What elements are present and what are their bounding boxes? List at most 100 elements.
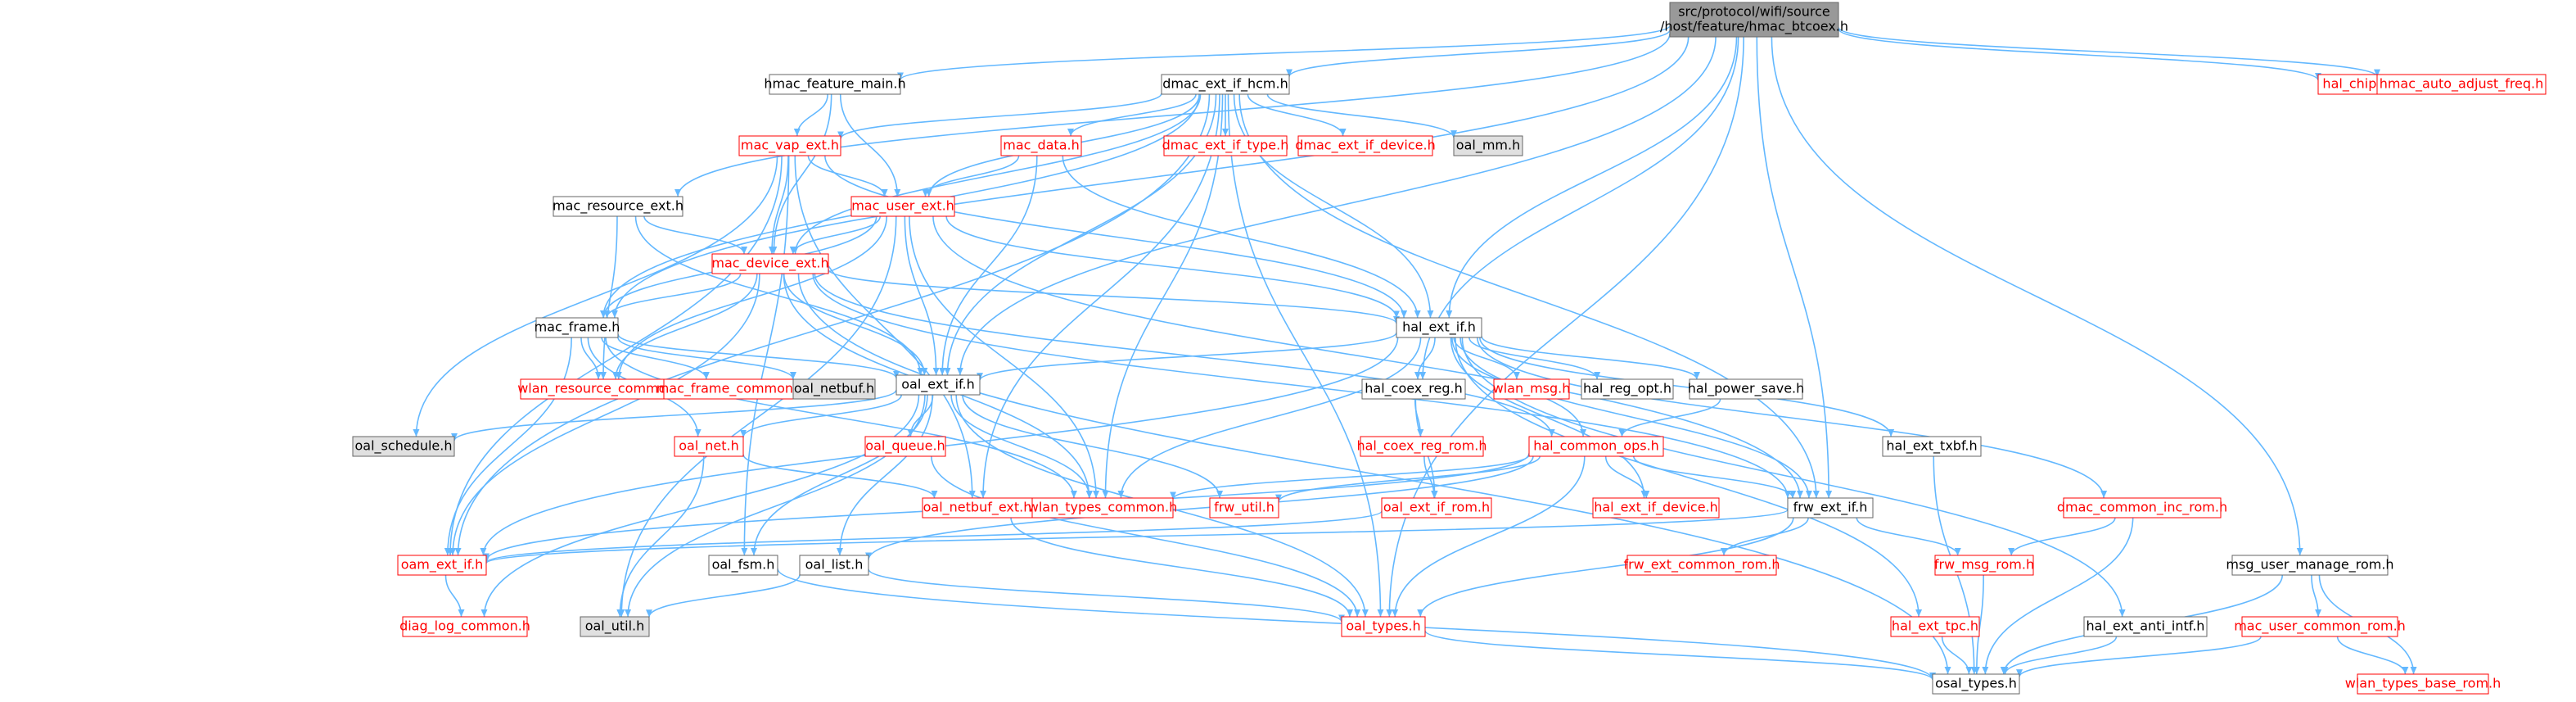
node-label-root: /host/feature/hmac_btcoex.h bbox=[1660, 19, 1848, 35]
edge-mac_data-to-hal_ext_if bbox=[1062, 155, 1421, 319]
edge-oal_list-to-oal_types bbox=[868, 568, 1345, 623]
node-oal_fsm[interactable]: oal_fsm.h bbox=[708, 555, 778, 576]
node-box-frw_ext_if bbox=[1787, 497, 1874, 519]
node-label-hal_coex_reg: hal_coex_reg.h bbox=[1365, 381, 1462, 397]
edge-hal_ext_if-to-dmac_common_inc_rom bbox=[1477, 337, 2108, 499]
node-oal_ext_if_rom[interactable]: oal_ext_if_rom.h bbox=[1381, 497, 1492, 519]
node-dmac_ext_if_hcm[interactable]: dmac_ext_if_hcm.h bbox=[1161, 74, 1290, 95]
node-mac_frame[interactable]: mac_frame.h bbox=[535, 317, 620, 338]
node-oam_ext_if[interactable]: oam_ext_if.h bbox=[397, 555, 487, 576]
node-mac_frame_common[interactable]: mac_frame_common.h bbox=[656, 378, 806, 400]
edge-mac_vap_ext-to-oal_netbuf_ext bbox=[794, 155, 976, 499]
edge-oal_list-to-oal_util bbox=[646, 574, 801, 618]
node-frw_ext_common_rom[interactable]: frw_ext_common_rom.h bbox=[1623, 555, 1780, 576]
node-box-oal_netbuf bbox=[792, 378, 876, 400]
edge-oal_ext_if-to-oal_list bbox=[836, 394, 933, 556]
node-label-oal_mm: oal_mm.h bbox=[1456, 138, 1520, 154]
node-hal_ext_tpc[interactable]: hal_ext_tpc.h bbox=[1890, 616, 1980, 637]
node-hal_coex_reg[interactable]: hal_coex_reg.h bbox=[1361, 378, 1466, 400]
node-mac_resource_ext[interactable]: mac_resource_ext.h bbox=[553, 196, 683, 217]
node-frw_util[interactable]: frw_util.h bbox=[1209, 497, 1279, 519]
node-oal_list[interactable]: oal_list.h bbox=[799, 555, 869, 576]
node-dmac_ext_if_type[interactable]: dmac_ext_if_type.h bbox=[1162, 135, 1289, 156]
node-oal_queue[interactable]: oal_queue.h bbox=[864, 436, 946, 457]
edge-root-to-hmac_auto_adjust_freq bbox=[1838, 26, 2380, 78]
node-diag_log_common[interactable]: diag_log_common.h bbox=[399, 616, 530, 637]
node-msg_user_manage_rom[interactable]: msg_user_manage_rom.h bbox=[2226, 555, 2394, 576]
edge-oal_ext_if-to-frw_util bbox=[962, 394, 1224, 499]
edge-mac_device_ext-to-hal_common_ops bbox=[814, 273, 1555, 437]
node-box-dmac_common_inc_rom bbox=[2063, 497, 2222, 519]
node-oal_net[interactable]: oal_net.h bbox=[674, 436, 744, 457]
node-hal_ext_anti_intf[interactable]: hal_ext_anti_intf.h bbox=[2083, 616, 2208, 637]
edge-root-to-msg_user_manage_rom bbox=[1771, 36, 2303, 556]
node-box-mac_resource_ext bbox=[553, 196, 683, 217]
edge-mac_user_ext-to-frw_ext_if bbox=[932, 215, 1803, 499]
node-label-oal_schedule: oal_schedule.h bbox=[355, 438, 453, 455]
node-wlan_types_base_rom[interactable]: wlan_types_base_rom.h bbox=[2345, 673, 2502, 695]
node-label-oal_queue: oal_queue.h bbox=[865, 438, 945, 455]
node-hal_power_save[interactable]: hal_power_save.h bbox=[1688, 378, 1805, 400]
edge-mac_user_ext-to-mac_device_ext bbox=[789, 215, 882, 255]
edges-layer bbox=[413, 25, 2417, 681]
node-box-oal_types bbox=[1341, 616, 1426, 637]
node-wlan_resource_common[interactable]: wlan_resource_common.h bbox=[517, 378, 688, 400]
node-oal_netbuf_ext[interactable]: oal_netbuf_ext.h bbox=[922, 497, 1033, 519]
edge-root-to-hal_chip bbox=[1838, 28, 2321, 81]
node-hal_ext_txbf[interactable]: hal_ext_txbf.h bbox=[1882, 436, 1982, 457]
node-hal_common_ops[interactable]: hal_common_ops.h bbox=[1528, 436, 1664, 457]
edge-oal_ext_if-to-oal_fsm bbox=[751, 394, 928, 556]
node-dmac_common_inc_rom[interactable]: dmac_common_inc_rom.h bbox=[2057, 497, 2227, 519]
node-osal_types[interactable]: osal_types.h bbox=[1932, 673, 2020, 695]
edge-mac_user_ext-to-oal_ext_if bbox=[904, 215, 940, 376]
node-label-frw_msg_rom: frw_msg_rom.h bbox=[1934, 557, 2034, 573]
node-hal_ext_if_device[interactable]: hal_ext_if_device.h bbox=[1592, 497, 1720, 519]
edge-root-to-hal_coex_reg bbox=[1419, 36, 1739, 380]
node-box-oal_ext_if bbox=[896, 374, 981, 396]
edge-mac_vap_ext-to-mac_device_ext bbox=[769, 155, 789, 255]
edge-dmac_ext_if_hcm-to-mac_data bbox=[1067, 93, 1197, 137]
node-hmac_auto_adjust_freq[interactable]: hmac_auto_adjust_freq.h bbox=[2376, 74, 2547, 95]
node-label-frw_ext_if: frw_ext_if.h bbox=[1793, 500, 1868, 516]
node-box-hmac_feature_main bbox=[769, 74, 901, 95]
node-frw_ext_if[interactable]: frw_ext_if.h bbox=[1787, 497, 1874, 519]
edge-hal_ext_if-to-hal_ext_tpc bbox=[1455, 337, 1923, 618]
edge-root-to-dmac_ext_if_hcm bbox=[1286, 29, 1671, 77]
node-oal_ext_if[interactable]: oal_ext_if.h bbox=[896, 374, 981, 396]
node-label-wlan_types_common: wlan_types_common.h bbox=[1028, 500, 1177, 516]
node-dmac_ext_if_device[interactable]: dmac_ext_if_device.h bbox=[1295, 135, 1436, 156]
node-root[interactable]: src/protocol/wifi/source/host/feature/hm… bbox=[1660, 2, 1848, 38]
node-wlan_msg[interactable]: wlan_msg.h bbox=[1493, 378, 1571, 400]
edge-mac_user_common_rom-to-osal_types bbox=[2016, 636, 2262, 677]
node-hmac_feature_main[interactable]: hmac_feature_main.h bbox=[764, 74, 906, 95]
node-label-dmac_ext_if_device: dmac_ext_if_device.h bbox=[1295, 138, 1436, 154]
node-box-mac_vap_ext bbox=[738, 135, 841, 156]
edge-mac_vap_ext-to-hal_ext_if bbox=[824, 155, 1408, 319]
node-hal_ext_if[interactable]: hal_ext_if.h bbox=[1396, 317, 1482, 338]
node-hal_coex_reg_rom[interactable]: hal_coex_reg_rom.h bbox=[1356, 436, 1487, 457]
node-mac_data[interactable]: mac_data.h bbox=[1000, 135, 1082, 156]
node-box-hal_power_save bbox=[1689, 378, 1803, 400]
edge-dmac_ext_if_hcm-to-hal_ext_if bbox=[1233, 93, 1434, 319]
edge-dmac_ext_if_hcm-to-dmac_ext_if_device bbox=[1247, 93, 1347, 137]
node-mac_user_ext[interactable]: mac_user_ext.h bbox=[850, 196, 955, 217]
node-label-oal_ext_if_rom: oal_ext_if_rom.h bbox=[1383, 500, 1490, 516]
node-frw_msg_rom[interactable]: frw_msg_rom.h bbox=[1934, 555, 2034, 576]
node-hal_reg_opt[interactable]: hal_reg_opt.h bbox=[1581, 378, 1674, 400]
node-box-hmac_auto_adjust_freq bbox=[2376, 74, 2547, 95]
edge-mac_frame-to-mac_frame_common bbox=[601, 337, 710, 380]
node-oal_schedule: oal_schedule.h bbox=[352, 436, 455, 457]
node-label-mac_resource_ext: mac_resource_ext.h bbox=[553, 198, 683, 215]
node-label-mac_user_ext: mac_user_ext.h bbox=[851, 198, 954, 215]
node-mac_device_ext[interactable]: mac_device_ext.h bbox=[711, 253, 829, 274]
node-oal_types[interactable]: oal_types.h bbox=[1341, 616, 1426, 637]
edge-hmac_feature_main-to-mac_vap_ext bbox=[793, 93, 828, 137]
edge-oal_net-to-oal_netbuf_ext bbox=[742, 454, 938, 499]
node-mac_user_common_rom[interactable]: mac_user_common_rom.h bbox=[2234, 616, 2406, 637]
node-wlan_types_common[interactable]: wlan_types_common.h bbox=[1028, 497, 1177, 519]
node-box-wlan_resource_common bbox=[520, 378, 685, 400]
node-mac_vap_ext[interactable]: mac_vap_ext.h bbox=[738, 135, 841, 156]
edge-root-to-hmac_feature_main bbox=[897, 25, 1671, 81]
edge-frw_ext_if-to-oam_ext_if bbox=[483, 509, 1789, 564]
node-box-wlan_msg bbox=[1493, 378, 1570, 400]
